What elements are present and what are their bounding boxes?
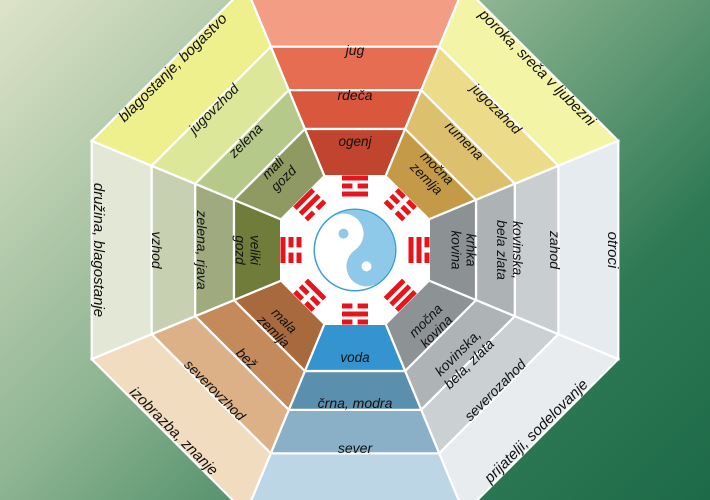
label-west-band-1: otroci bbox=[604, 232, 621, 269]
trigram-west-line-1 bbox=[408, 237, 414, 263]
trigram-east-line-3 bbox=[280, 237, 286, 263]
trigram-northwest-line-3 bbox=[394, 289, 417, 312]
label-north-band-4: voda bbox=[340, 350, 370, 365]
label-south-band-2: jug bbox=[344, 42, 365, 58]
label-north-band-1: možnost za kariero bbox=[292, 498, 419, 500]
trigram-west-line-2 bbox=[416, 237, 422, 263]
label-south-band-3: rdeča bbox=[337, 87, 372, 103]
label-west-band-4: krhkakovina bbox=[449, 230, 479, 270]
trigram-east-line-2 bbox=[288, 237, 294, 263]
label-east-band-3: zelena, rjava bbox=[194, 209, 210, 290]
trigram-northeast-line-1 bbox=[304, 278, 327, 301]
trigram-north-line-1 bbox=[342, 303, 368, 309]
label-east-band-1: družina, blagostanje bbox=[90, 183, 107, 317]
trigram-south-line-3 bbox=[342, 175, 368, 181]
label-north-band-2: sever bbox=[338, 440, 374, 456]
label-east-band-4: velikigozd bbox=[233, 235, 263, 266]
trigram-northeast-line-3 bbox=[293, 289, 316, 312]
bagua-rings bbox=[89, 0, 621, 500]
trigram-east-line-1 bbox=[296, 237, 302, 263]
trigram-north-line-3 bbox=[342, 319, 368, 325]
trigram-southeast-line-1 bbox=[304, 199, 327, 222]
trigram-south-line-2 bbox=[342, 183, 368, 189]
trigram-northwest-line-1 bbox=[383, 278, 406, 301]
trigram-southwest-line-1 bbox=[383, 199, 406, 222]
sector-north-band-1 bbox=[250, 452, 460, 500]
label-south-band-1: Priznanje, ugled bbox=[301, 0, 409, 1]
label-south-band-4: ogenj bbox=[338, 134, 372, 149]
trigram-north-line-2 bbox=[342, 311, 368, 317]
label-west-band-3: kovinska,bela zlata bbox=[494, 220, 526, 280]
label-east-band-2: vzhod bbox=[149, 231, 165, 270]
trigram-west-line-3 bbox=[424, 237, 430, 263]
trigram-southeast-line-2 bbox=[298, 193, 321, 216]
yin-yang-symbol bbox=[313, 208, 397, 292]
label-north-band-3: črna, modra bbox=[318, 395, 393, 411]
trigram-ring bbox=[280, 175, 430, 325]
trigram-south-line-1 bbox=[342, 191, 368, 197]
trigram-northeast-line-2 bbox=[298, 284, 321, 307]
trigram-northwest-line-2 bbox=[389, 284, 412, 307]
sector-south-band-1 bbox=[250, 0, 460, 48]
trigram-southeast-line-3 bbox=[293, 188, 316, 211]
label-west-band-2: zahod bbox=[547, 230, 563, 270]
trigram-southwest-line-2 bbox=[389, 193, 412, 216]
trigram-southwest-line-3 bbox=[394, 188, 417, 211]
